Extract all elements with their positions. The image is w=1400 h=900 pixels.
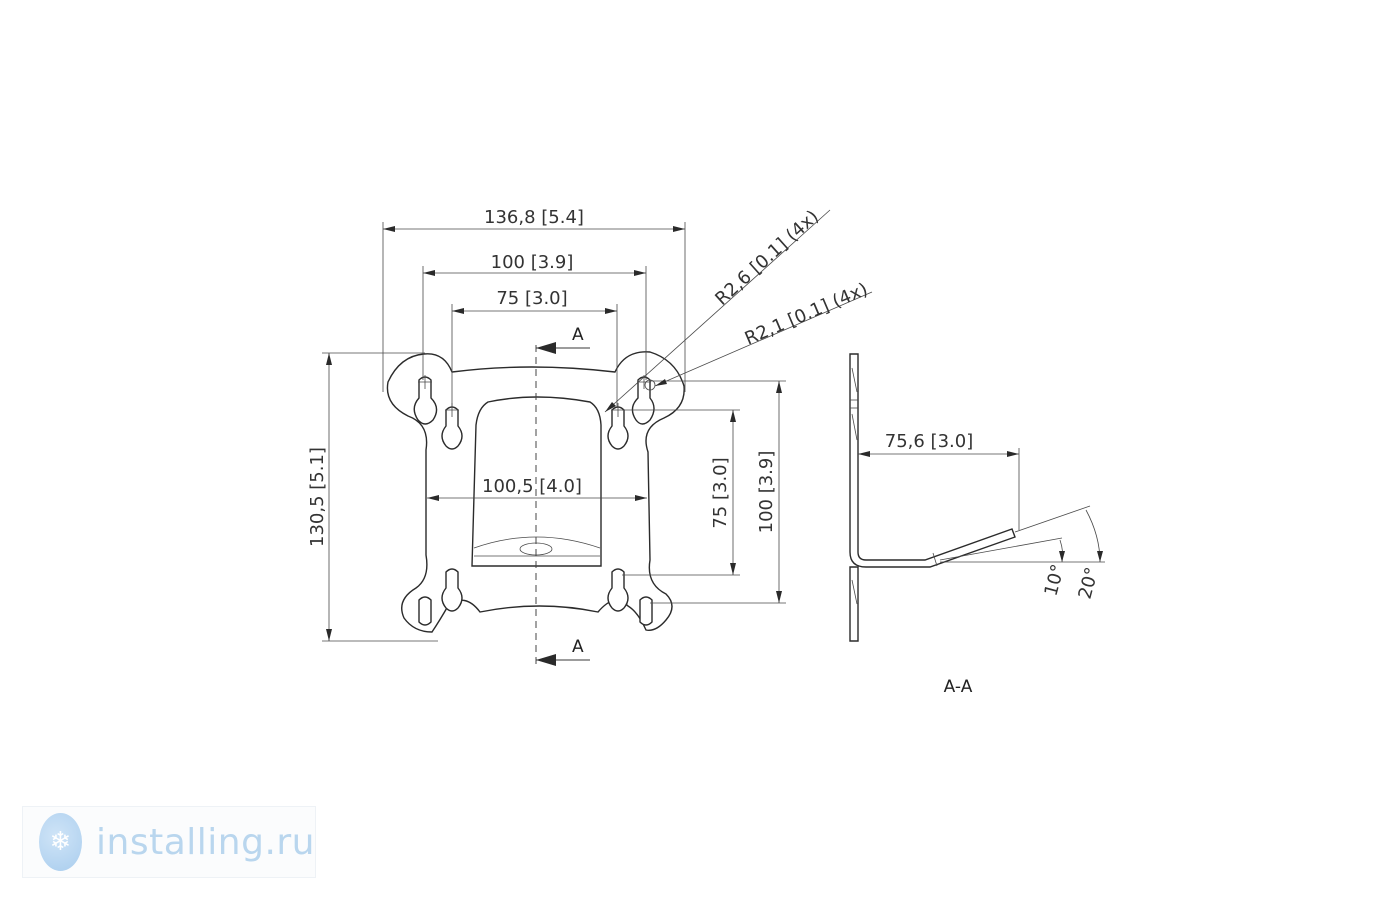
dimension-overall-width: 136,8 [5.4] — [382, 207, 686, 392]
dimension-label: 75,6 [3.0] — [885, 431, 973, 452]
dimension-width-75: 75 [3.0] — [451, 288, 618, 408]
dimension-label: 100 [3.9] — [491, 252, 574, 273]
dimension-label: 75 [3.0] — [496, 288, 567, 309]
watermark-logo: ❄ installing.ru — [22, 806, 316, 878]
angle-dimensions: 10° 20° — [939, 505, 1105, 601]
dimension-overall-height: 130,5 [5.1] — [307, 352, 438, 642]
keyhole-slot — [441, 406, 463, 450]
keyhole-slot — [441, 568, 463, 612]
radius-callout-small: R2,1 [0.1] (4x) — [654, 279, 873, 387]
keyhole-slot — [607, 568, 629, 612]
keyhole-slot — [631, 376, 655, 425]
dimension-label: 130,5 [5.1] — [307, 447, 328, 547]
section-view-title: A-A — [944, 677, 973, 697]
dimension-label: R2,1 [0.1] (4x) — [742, 279, 871, 350]
section-label: A — [572, 325, 584, 345]
slot — [418, 596, 432, 626]
section-label: A — [572, 637, 584, 657]
section-marker-bottom: A — [536, 637, 590, 666]
dimension-inner-width: 100,5 [4.0] — [427, 476, 647, 501]
dimension-label: 75 [3.0] — [710, 457, 731, 528]
section-marker-top: A — [536, 325, 590, 354]
angle-label: 20° — [1075, 565, 1104, 601]
angle-label: 10° — [1041, 562, 1070, 598]
dimension-label: 136,8 [5.4] — [484, 207, 584, 228]
dimension-width-100: 100 [3.9] — [422, 252, 647, 380]
dimension-height-75: 75 [3.0] — [622, 409, 740, 576]
section-view-profile — [849, 353, 1016, 642]
dimension-height-100: 100 [3.9] — [650, 380, 786, 604]
dimension-section-depth: 75,6 [3.0] — [858, 431, 1020, 530]
snowflake-icon: ❄ — [39, 813, 83, 871]
dimension-label: 100,5 [4.0] — [482, 476, 582, 497]
keyhole-slot — [413, 376, 438, 425]
dimension-label: 100 [3.9] — [756, 451, 777, 534]
slot — [639, 596, 653, 626]
watermark-text: installing.ru — [96, 821, 315, 863]
dimension-label: R2,6 [0.1] (4x) — [711, 206, 823, 310]
keyhole-slot — [607, 406, 629, 450]
